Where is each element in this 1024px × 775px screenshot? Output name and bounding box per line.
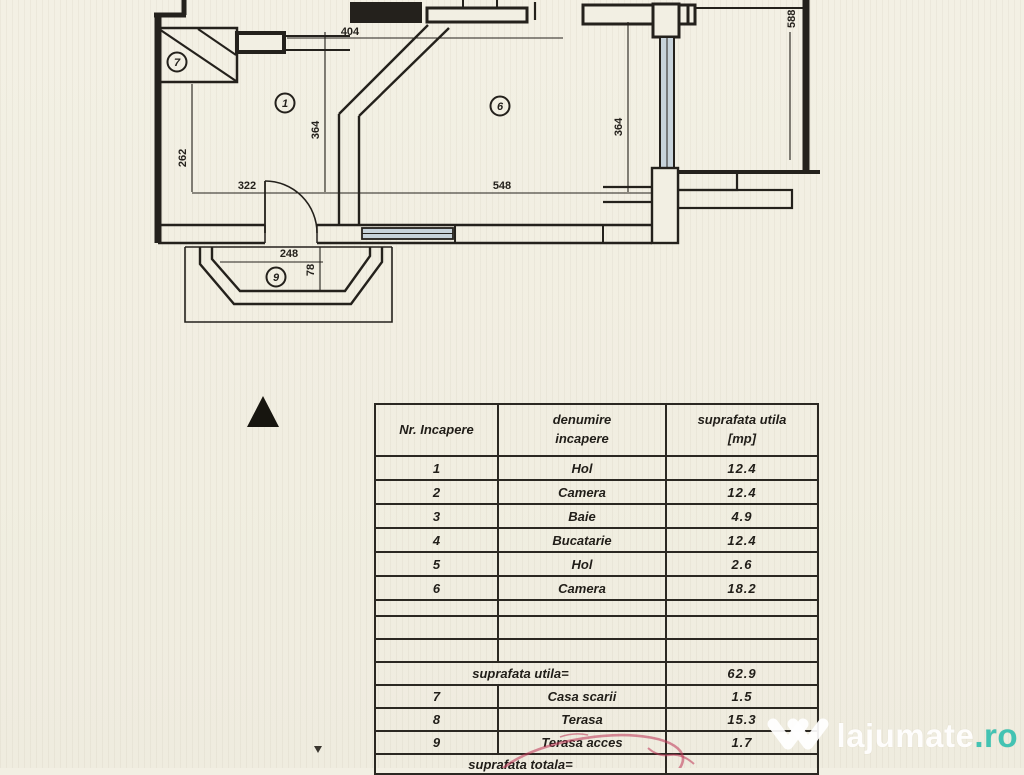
cell-name: Camera xyxy=(497,575,667,601)
subtotal-value: 62.9 xyxy=(665,661,819,686)
cell-area: 2.6 xyxy=(665,551,819,577)
areas-table: Nr. Incapere denumire incapere suprafata… xyxy=(374,403,819,775)
room-7-number: 7 xyxy=(174,57,181,69)
steps-upper xyxy=(676,170,739,192)
cell-area: 18.2 xyxy=(665,575,819,601)
table-row: 6 Camera 18.2 xyxy=(374,575,819,601)
cell-area: 1.5 xyxy=(665,684,819,709)
cell-nr: 3 xyxy=(374,503,499,529)
header-nr: Nr. Incapere xyxy=(374,403,499,457)
cell-area: 15.3 xyxy=(665,707,819,732)
table-row: 8 Terasa 15.3 xyxy=(374,707,819,732)
dim-322: 322 xyxy=(238,180,256,192)
room-9-number: 9 xyxy=(273,272,280,284)
top-walls xyxy=(235,0,803,54)
cell-name: Casa scarii xyxy=(497,684,667,709)
cell-name: Terasa acces xyxy=(497,730,667,755)
table-row: 5 Hol 2.6 xyxy=(374,551,819,577)
dim-78: 78 xyxy=(305,264,317,276)
cell-name: Terasa xyxy=(497,707,667,732)
cell-name: Hol xyxy=(497,455,667,481)
subtotal-row: suprafata utila= 62.9 xyxy=(374,661,819,686)
table-row: 1 Hol 12.4 xyxy=(374,455,819,481)
total-label: suprafata totala= xyxy=(374,753,667,775)
cell-nr: 7 xyxy=(374,684,499,709)
cell-area: 12.4 xyxy=(665,455,819,481)
header-suprafata: suprafata utila [mp] xyxy=(665,403,819,457)
cell-area: 1.7 xyxy=(665,730,819,755)
room-6-number: 6 xyxy=(497,101,504,113)
cell-area: 12.4 xyxy=(665,527,819,553)
table-row: 3 Baie 4.9 xyxy=(374,503,819,529)
dim-588: 588 xyxy=(786,10,798,28)
table-row: 7 Casa scarii 1.5 xyxy=(374,684,819,709)
dim-364-right: 364 xyxy=(613,117,625,136)
table-header-row: Nr. Incapere denumire incapere suprafata… xyxy=(374,403,819,457)
cell-area: 4.9 xyxy=(665,503,819,529)
header-suprafata-line1: suprafata utila xyxy=(697,412,787,428)
table-row: 9 Terasa acces 1.7 xyxy=(374,730,819,755)
cell-name: Hol xyxy=(497,551,667,577)
header-denumire-line2: incapere xyxy=(555,431,609,446)
cell-nr: 1 xyxy=(374,455,499,481)
subtotal-label: suprafata utila= xyxy=(374,661,667,686)
table-row: 2 Camera 12.4 xyxy=(374,479,819,505)
table-row: 4 Bucatarie 12.4 xyxy=(374,527,819,553)
dim-364-left: 364 xyxy=(310,120,322,139)
small-arrow-mark-icon xyxy=(314,746,322,753)
steps-lower xyxy=(676,188,794,210)
stairwell: 7 xyxy=(156,26,239,84)
cell-area: 12.4 xyxy=(665,479,819,505)
dim-404: 404 xyxy=(341,26,360,38)
cell-nr: 5 xyxy=(374,551,499,577)
dim-262: 262 xyxy=(177,149,189,167)
dimension-lines xyxy=(191,22,652,290)
table-empty-row xyxy=(374,615,819,640)
cell-nr: 4 xyxy=(374,527,499,553)
cell-nr: 9 xyxy=(374,730,499,755)
table-empty-row xyxy=(374,599,819,617)
cell-name: Camera xyxy=(497,479,667,505)
table-empty-row xyxy=(374,638,819,663)
total-row-clipped: suprafata totala= xyxy=(374,753,819,775)
cell-name: Baie xyxy=(497,503,667,529)
dim-248: 248 xyxy=(280,248,298,260)
header-suprafata-line2: [mp] xyxy=(727,431,757,446)
cell-nr: 2 xyxy=(374,479,499,505)
center-walls xyxy=(337,24,450,225)
cell-nr: 6 xyxy=(374,575,499,601)
dim-548: 548 xyxy=(493,180,511,192)
door-swing xyxy=(264,180,318,234)
room-1-number: 1 xyxy=(282,98,288,110)
cell-nr: 8 xyxy=(374,707,499,732)
north-arrow-icon xyxy=(247,396,279,427)
chimney-pillar xyxy=(350,2,422,23)
cell-name: Bucatarie xyxy=(497,527,667,553)
header-denumire-line1: denumire xyxy=(552,412,612,428)
room-markers: 1 6 xyxy=(274,92,511,117)
header-denumire: denumire incapere xyxy=(497,403,667,457)
bottom-walls xyxy=(158,166,680,245)
